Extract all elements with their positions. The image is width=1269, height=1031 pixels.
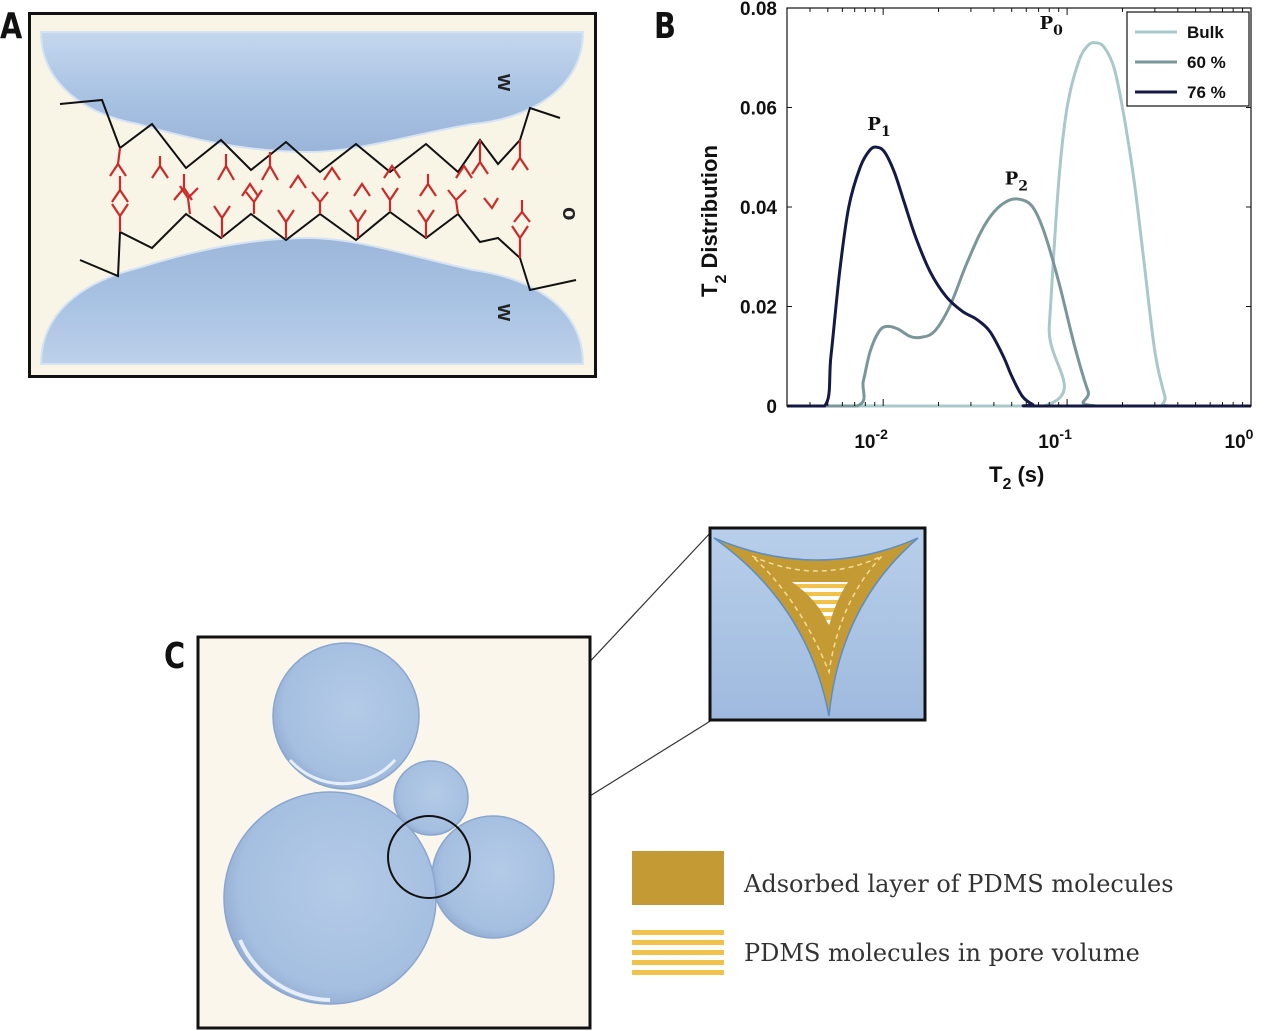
adsorbed-layer-swatch xyxy=(632,851,724,905)
y-tick-label: 0.04 xyxy=(740,198,777,219)
droplet-top xyxy=(272,642,420,790)
emulsion-box xyxy=(196,635,592,1030)
y-tick-label: 0.08 xyxy=(740,0,777,20)
x-tick-label: 10-2 xyxy=(854,426,888,453)
top-polymer-chain xyxy=(59,98,561,174)
top-water-droplet xyxy=(39,31,585,154)
pdms-side-groups xyxy=(109,140,531,258)
panel-a-letter: A xyxy=(0,6,23,47)
series-line-3 xyxy=(787,145,1251,408)
bottom-water-droplet xyxy=(39,236,585,365)
legend-label: 76 % xyxy=(1187,83,1226,102)
pore-stripes-zoom xyxy=(792,582,848,626)
droplet-small xyxy=(393,760,469,836)
adsorbed-layer-label: Adsorbed layer of PDMS molecules xyxy=(744,870,1174,898)
zoom-connector-bottom xyxy=(454,719,713,881)
zoom-circle xyxy=(387,815,471,899)
pore-volume-label: PDMS molecules in pore volume xyxy=(744,939,1140,967)
bottom-polymer-chain xyxy=(79,210,577,292)
y-tick-label: 0.06 xyxy=(740,99,777,120)
droplet-highlight xyxy=(288,759,397,786)
series-line-1 xyxy=(787,41,1251,408)
legend: Bulk 60 % 76 % xyxy=(1126,11,1250,107)
x-tick-label: 10-1 xyxy=(1038,426,1072,453)
panel-b-letter: B xyxy=(654,6,676,47)
droplet-large xyxy=(223,791,437,1005)
droplet-highlight xyxy=(238,939,331,1002)
legend-box xyxy=(1126,11,1250,107)
pore-volume-swatch xyxy=(632,928,724,980)
adsorbed-layer-zoom xyxy=(713,537,919,717)
series-line-2 xyxy=(787,197,1251,408)
legend-label: Bulk xyxy=(1187,23,1224,42)
x-axis-label: T2 (s) xyxy=(989,462,1044,493)
y-tick-label: 0.02 xyxy=(740,298,777,319)
x-tick-label: 100 xyxy=(1225,426,1254,453)
legend-label: 60 % xyxy=(1187,53,1226,72)
series-layer xyxy=(787,41,1251,408)
droplet-right xyxy=(431,815,555,939)
zoom-inset-box xyxy=(708,526,927,722)
water-label-bottom: w xyxy=(493,303,518,322)
oil-label: o xyxy=(558,207,583,220)
pore-volume-zoom xyxy=(751,555,883,675)
y-tick-label: 0 xyxy=(766,397,777,418)
panel-a-diagram: w o w xyxy=(28,12,597,378)
zoom-connector-top xyxy=(439,530,713,823)
panel-c-letter: C xyxy=(164,636,186,677)
y-axis-label: T2 Distribution xyxy=(697,145,730,297)
water-label-top: w xyxy=(493,73,518,92)
